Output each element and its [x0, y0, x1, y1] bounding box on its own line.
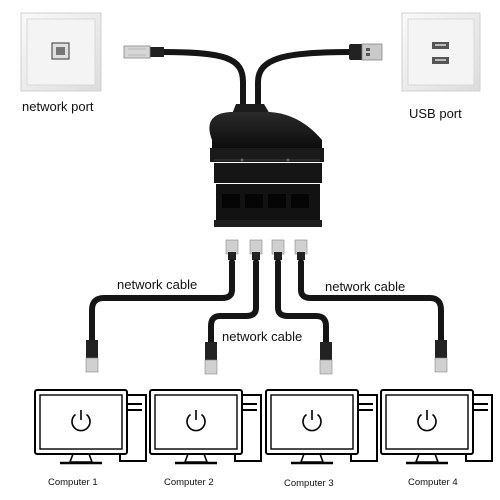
- rj45-plug-icon: [271, 239, 285, 260]
- power-icon: [186, 410, 206, 432]
- computer-1-graphic: [34, 389, 147, 465]
- monitor-icon: [34, 389, 128, 465]
- computer-1-label: Computer 1: [48, 477, 98, 488]
- power-icon: [302, 410, 322, 432]
- network-port-label: network port: [22, 99, 94, 114]
- input-cables: [159, 49, 353, 113]
- computer-4-graphic: [380, 389, 493, 465]
- power-icon: [417, 410, 437, 432]
- computer-3-label: Computer 3: [284, 478, 334, 489]
- computer-3-graphic: [265, 389, 378, 465]
- rj45-jack-icon: [51, 42, 70, 60]
- network-wall-socket: [20, 12, 102, 92]
- rj45-plug-icon: [204, 342, 218, 375]
- rj45-plug-icon: [249, 239, 263, 260]
- monitor-icon: [149, 389, 243, 465]
- usb-wall-socket: [401, 12, 481, 92]
- lower-plugs: [85, 340, 448, 375]
- usb-plug-icon: [349, 43, 383, 61]
- rj45-plug-icon: [85, 340, 99, 373]
- output-plugs: [225, 239, 308, 260]
- computers: [34, 389, 493, 465]
- computer-2-graphic: [149, 389, 262, 465]
- usb-jack-icon: [432, 42, 449, 64]
- computer-2-label: Computer 2: [164, 477, 214, 488]
- rj45-plug-icon: [294, 239, 308, 260]
- computer-4-label: Computer 4: [408, 477, 458, 488]
- network-cable-label-right: network cable: [325, 279, 406, 294]
- output-cables: [89, 259, 444, 345]
- rj45-plug-icon: [225, 239, 239, 260]
- usb-port-label: USB port: [409, 106, 462, 121]
- network-cable-label-left: network cable: [117, 277, 198, 292]
- rj45-plug-icon: [434, 340, 448, 373]
- monitor-icon: [265, 389, 359, 465]
- power-icon: [71, 410, 91, 432]
- splitter-hub-icon: [209, 104, 324, 227]
- rj45-plug-icon: [319, 342, 333, 375]
- rj45-plug-icon: [123, 45, 164, 59]
- monitor-icon: [380, 389, 474, 465]
- network-cable-label-middle: network cable: [222, 329, 303, 344]
